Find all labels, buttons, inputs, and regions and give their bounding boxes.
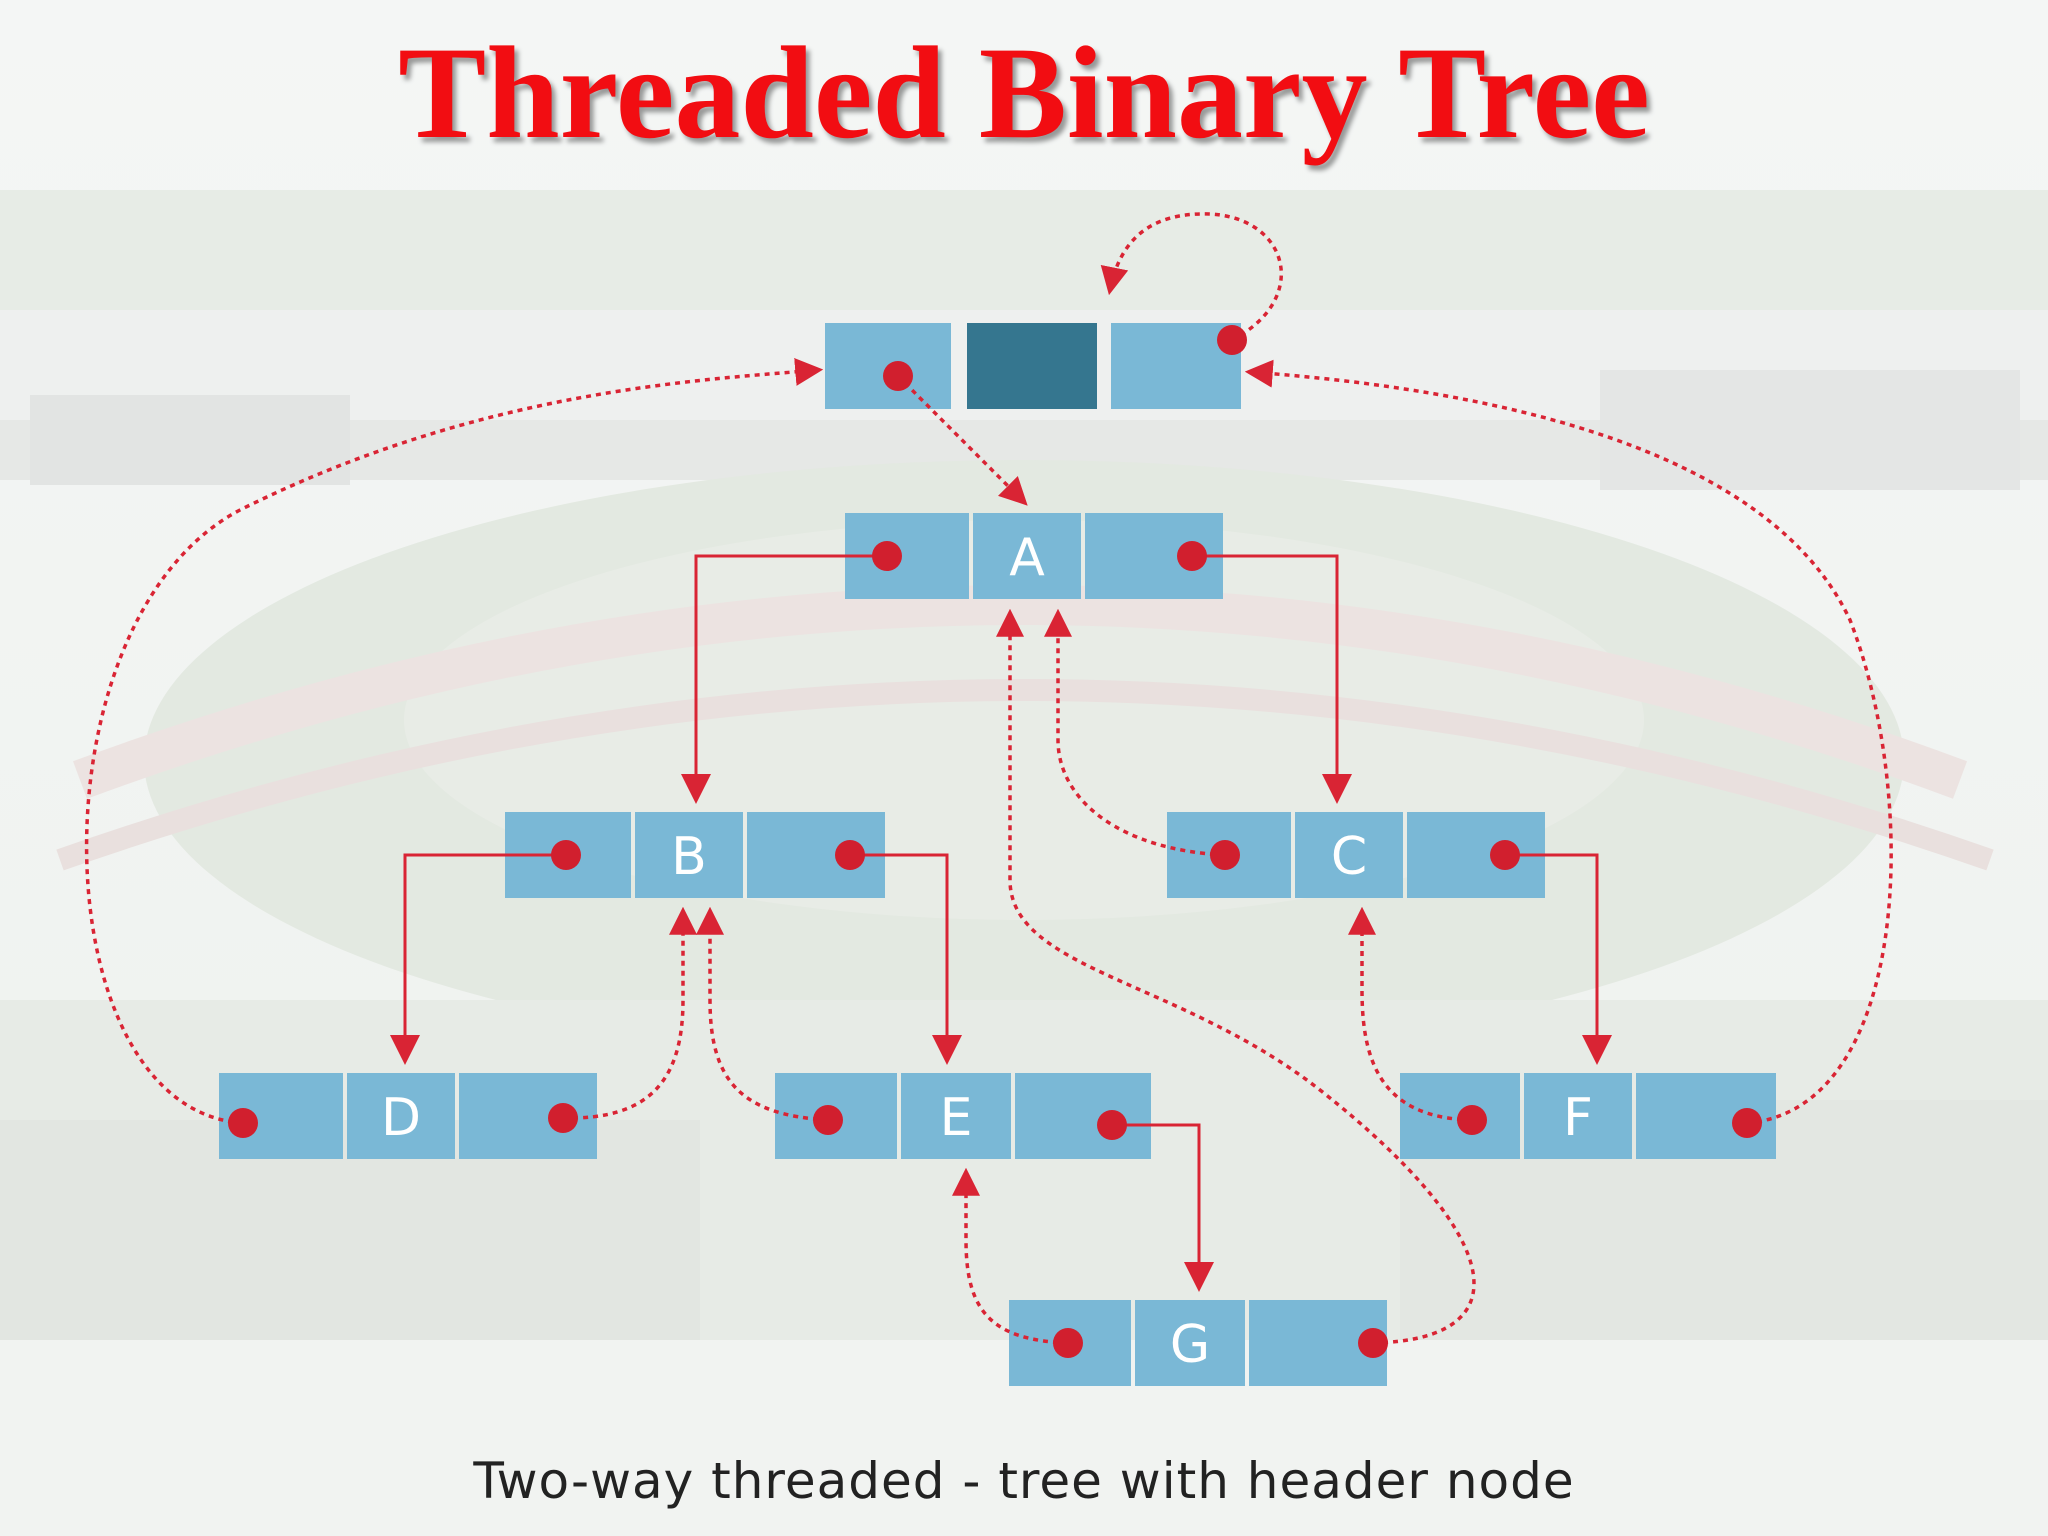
header-node — [825, 323, 1241, 409]
link-a-to-c — [1192, 554, 1352, 804]
link-b-to-e — [850, 853, 962, 1065]
link-c-to-f — [1505, 853, 1612, 1065]
dot-b-left — [551, 840, 581, 870]
node-f: F — [1400, 1073, 1776, 1159]
thread-header-self-loop — [1100, 212, 1284, 342]
node-d-data-cell — [347, 1073, 455, 1159]
node-g-data-cell — [1135, 1300, 1245, 1386]
node-c-data-cell — [1295, 812, 1403, 898]
pointer-dots — [228, 325, 1762, 1358]
node-c: C — [1167, 812, 1545, 898]
node-g: G — [1009, 1300, 1387, 1386]
dot-header-right — [1217, 325, 1247, 355]
node-a-label: A — [1009, 528, 1045, 588]
dot-e-left — [813, 1105, 843, 1135]
dot-c-left — [1210, 840, 1240, 870]
page-title: Threaded Binary Tree — [398, 19, 1650, 166]
link-e-to-g — [1112, 1123, 1214, 1292]
thread-d-to-b — [562, 906, 697, 1120]
child-links — [390, 554, 1612, 1292]
thread-g-to-e — [952, 1167, 1069, 1345]
thread-g-to-a — [996, 608, 1476, 1345]
diagram-caption: Two-way threaded - tree with header node — [473, 1452, 1575, 1510]
thread-f-to-header — [1244, 359, 1893, 1125]
node-e-right-cell — [1015, 1073, 1151, 1159]
dot-e-right — [1097, 1110, 1127, 1140]
node-e-data-cell — [901, 1073, 1011, 1159]
dot-b-right — [835, 840, 865, 870]
dot-d-right — [548, 1103, 578, 1133]
dot-d-left — [228, 1108, 258, 1138]
dot-f-right — [1732, 1108, 1762, 1138]
thread-links — [84, 212, 1893, 1345]
thread-c-to-a — [1044, 608, 1226, 857]
node-d: D — [219, 1073, 597, 1159]
node-f-label: F — [1563, 1088, 1593, 1148]
dot-a-left — [872, 541, 902, 571]
link-b-to-d — [390, 853, 566, 1065]
dot-header-left — [883, 361, 913, 391]
node-b-data-cell — [635, 812, 743, 898]
node-b-label: B — [671, 827, 707, 887]
dot-f-left — [1457, 1105, 1487, 1135]
node-e: E — [775, 1073, 1151, 1159]
node-c-label: C — [1331, 827, 1367, 887]
node-g-label: G — [1170, 1315, 1210, 1375]
thread-e-to-b — [696, 906, 829, 1122]
node-f-data-cell — [1524, 1073, 1632, 1159]
dot-a-right — [1177, 541, 1207, 571]
node-a-data-cell — [973, 513, 1081, 599]
thread-f-to-c — [1348, 906, 1473, 1122]
node-d-label: D — [381, 1088, 421, 1148]
dot-c-right — [1490, 840, 1520, 870]
link-a-to-b — [681, 554, 887, 804]
header-data-cell — [967, 323, 1097, 409]
thread-d-to-header — [84, 357, 824, 1125]
node-e-label: E — [940, 1088, 973, 1148]
dot-g-left — [1053, 1328, 1083, 1358]
dot-g-right — [1358, 1328, 1388, 1358]
